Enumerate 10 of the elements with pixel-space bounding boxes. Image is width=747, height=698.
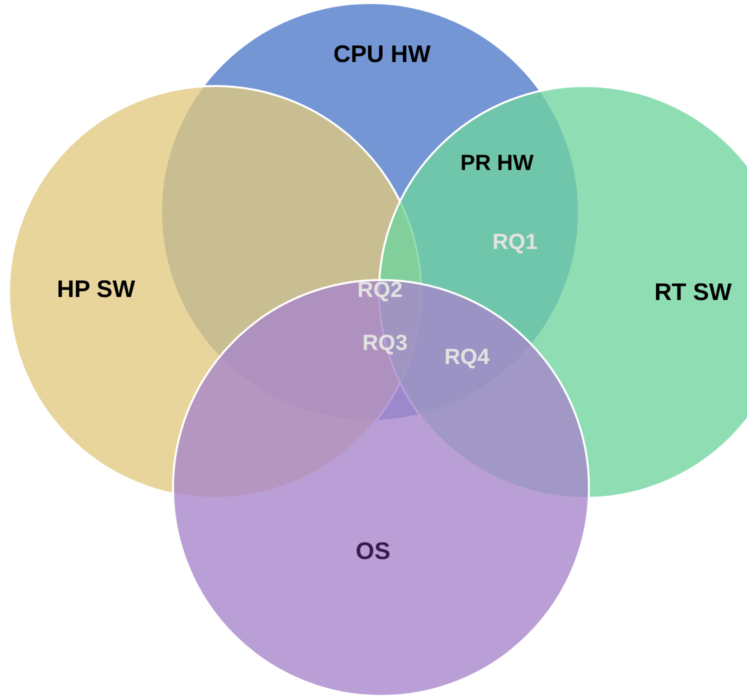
set-label: CPU HW bbox=[333, 41, 431, 69]
set-label: RT SW bbox=[654, 279, 732, 307]
region-label: RQ3 bbox=[362, 330, 408, 356]
venn-circle bbox=[172, 279, 590, 697]
region-label: RQ2 bbox=[357, 277, 403, 303]
region-label: RQ1 bbox=[492, 229, 538, 255]
region-label: RQ4 bbox=[444, 344, 490, 370]
set-label: OS bbox=[356, 538, 390, 566]
set-label: HP SW bbox=[56, 276, 136, 304]
region-label: PR HW bbox=[460, 150, 534, 176]
